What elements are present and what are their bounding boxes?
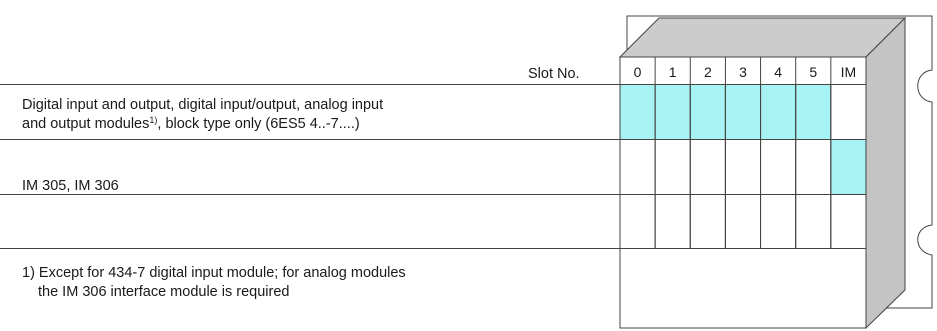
rack-side-face (865, 16, 906, 330)
slot-number-im: IM (841, 64, 857, 80)
slot-number-5: 5 (809, 64, 817, 80)
row-im-label: IM 305, IM 306 (22, 178, 119, 194)
slot-cell-row1-slot-1 (654, 139, 691, 195)
slot-cell-row2-slot-im (830, 194, 867, 249)
slot-cell-row2-slot-0 (619, 194, 656, 249)
slot-number-0: 0 (634, 64, 642, 80)
row-label-text: , block type only (6ES5 4..-7....) (157, 116, 360, 132)
slot-number-2: 2 (704, 64, 712, 80)
slot-cell-row2-slot-3 (724, 194, 762, 249)
slot-cell-row0-slot-4 (760, 84, 797, 140)
slot-cell-row1-slot-im (830, 139, 867, 195)
slot-cell-row2-slot-2 (689, 194, 726, 249)
slot-cell-row2-slot-1 (654, 194, 691, 249)
slot-cell-row1-slot-3 (724, 139, 762, 195)
slot-cell-row0-slot-im (830, 84, 867, 140)
rack-top-face (618, 17, 907, 58)
slot-cell-row1-slot-5 (795, 139, 832, 195)
row-separators (0, 84, 620, 249)
slot-cell-row0-slot-5 (795, 84, 832, 140)
footnote-marker: 1) (149, 115, 158, 125)
row-digital-analog-label-line2: and output modules1), block type only (6… (22, 115, 360, 133)
slot-number-4: 4 (774, 64, 782, 80)
row-label-text: and output modules (22, 116, 150, 132)
slot-cell-row2-slot-5 (795, 194, 832, 249)
row-digital-analog-label-line1: Digital input and output, digital input/… (22, 97, 384, 113)
slot-cell-row0-slot-3 (724, 84, 762, 140)
slot-number-1: 1 (669, 64, 677, 80)
footnote-line2: the IM 306 interface module is required (38, 284, 290, 300)
footnote-line1: 1) Except for 434-7 digital input module… (22, 265, 406, 281)
slot-number-heading: Slot No. (528, 66, 580, 82)
slot-cell-row1-slot-2 (689, 139, 726, 195)
slot-cell-row0-slot-0 (619, 84, 656, 140)
slot-cell-row2-slot-4 (760, 194, 797, 249)
slot-cell-row0-slot-2 (689, 84, 726, 140)
slot-cell-row0-slot-1 (654, 84, 691, 140)
slot-cell-row1-slot-4 (760, 139, 797, 195)
slot-number-3: 3 (739, 64, 747, 80)
slot-cell-row1-slot-0 (619, 139, 656, 195)
